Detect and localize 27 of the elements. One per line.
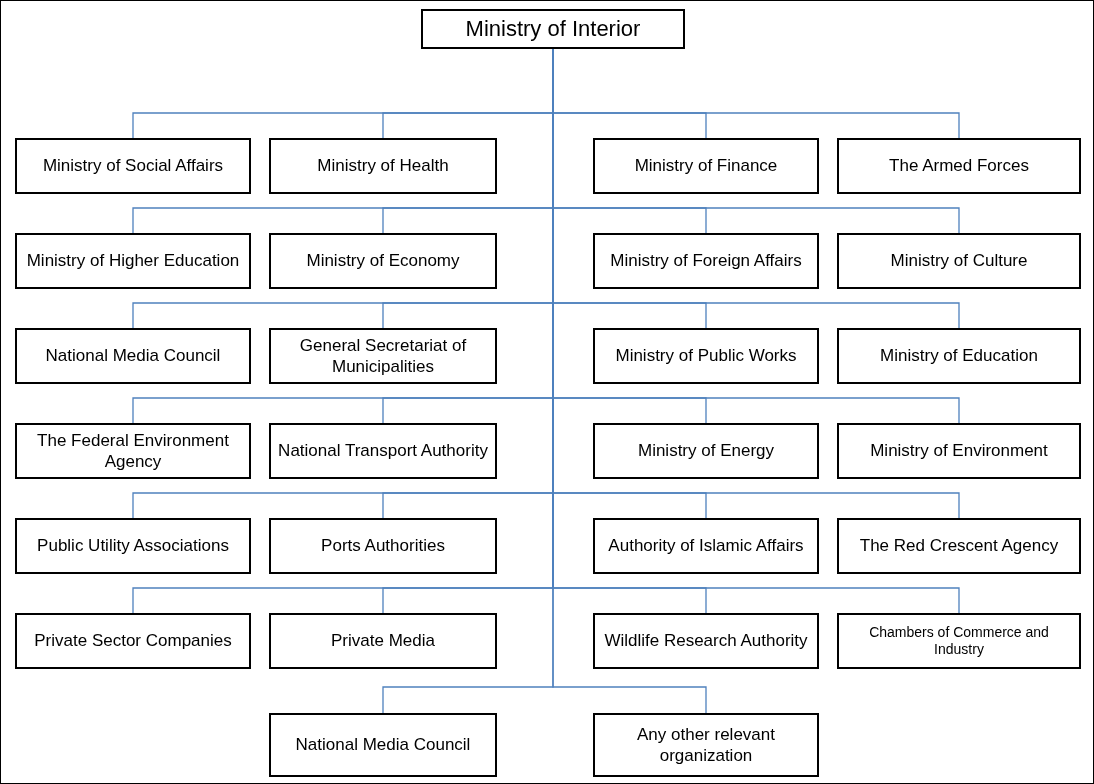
unit-box: General Secretariat of Municipalities bbox=[269, 328, 497, 384]
unit-box: Chambers of Commerce and Industry bbox=[837, 613, 1081, 669]
unit-box: Ports Authorities bbox=[269, 518, 497, 574]
unit-box: Ministry of Finance bbox=[593, 138, 819, 194]
unit-box: Ministry of Energy bbox=[593, 423, 819, 479]
unit-box: The Red Crescent Agency bbox=[837, 518, 1081, 574]
unit-box: Ministry of Economy bbox=[269, 233, 497, 289]
unit-box: Ministry of Foreign Affairs bbox=[593, 233, 819, 289]
unit-box: Ministry of Social Affairs bbox=[15, 138, 251, 194]
unit-box: Ministry of Culture bbox=[837, 233, 1081, 289]
unit-box: The Armed Forces bbox=[837, 138, 1081, 194]
unit-box: Wildlife Research Authority bbox=[593, 613, 819, 669]
unit-box: National Media Council bbox=[269, 713, 497, 777]
unit-box: Ministry of Education bbox=[837, 328, 1081, 384]
unit-box: Any other relevant organization bbox=[593, 713, 819, 777]
unit-box: Public Utility Associations bbox=[15, 518, 251, 574]
unit-box: National Media Council bbox=[15, 328, 251, 384]
head-unit-box: Ministry of Interior bbox=[421, 9, 685, 49]
unit-box: Ministry of Public Works bbox=[593, 328, 819, 384]
unit-box: Private Sector Companies bbox=[15, 613, 251, 669]
unit-box: Ministry of Higher Education bbox=[15, 233, 251, 289]
unit-box: Private Media bbox=[269, 613, 497, 669]
unit-box: Ministry of Environment bbox=[837, 423, 1081, 479]
unit-box: Authority of Islamic Affairs bbox=[593, 518, 819, 574]
unit-box: National Transport Authority bbox=[269, 423, 497, 479]
unit-box: The Federal Environment Agency bbox=[15, 423, 251, 479]
unit-box: Ministry of Health bbox=[269, 138, 497, 194]
